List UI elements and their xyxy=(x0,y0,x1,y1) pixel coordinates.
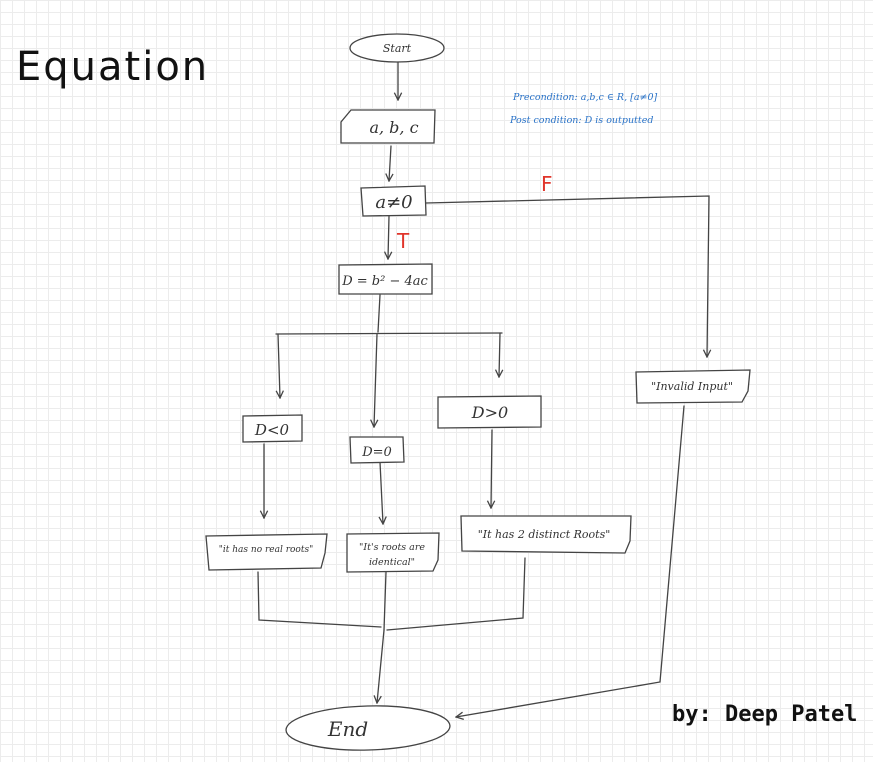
output-no-roots-label: "it has no real roots" xyxy=(219,545,313,555)
output-identical-label-1: "It's roots are xyxy=(359,542,425,553)
condition-greater-label: D>0 xyxy=(471,403,508,422)
diagram-title: Equation xyxy=(16,44,209,90)
output-invalid-node: "Invalid Input" xyxy=(635,369,751,404)
output-identical-label-2: identical" xyxy=(369,557,415,568)
start-node: Start xyxy=(349,33,445,63)
condition-greater-node: D>0 xyxy=(437,395,542,429)
output-distinct-node: "It has 2 distinct Roots" xyxy=(460,515,632,554)
true-label: T xyxy=(396,229,410,253)
condition-equal-label: D=0 xyxy=(361,445,392,460)
input-label: a, b, c xyxy=(369,118,418,137)
decision-label: a≠0 xyxy=(375,192,412,213)
start-label: Start xyxy=(383,42,412,55)
output-distinct-label: "It has 2 distinct Roots" xyxy=(478,528,611,541)
connectors xyxy=(257,61,709,717)
discriminant-label: D = b² − 4ac xyxy=(341,274,428,289)
output-invalid-label: "Invalid Input" xyxy=(651,380,733,393)
end-node: End xyxy=(285,705,451,751)
condition-less-node: D<0 xyxy=(242,414,303,443)
decision-node: a≠0 xyxy=(360,185,427,217)
end-label: End xyxy=(327,717,368,741)
author-credit: by: Deep Patel xyxy=(672,702,857,727)
condition-less-label: D<0 xyxy=(254,421,290,439)
false-label: F xyxy=(541,172,553,196)
precondition-note: Precondition: a,b,c ∈ R, [a≠0] xyxy=(512,92,657,103)
input-node: a, b, c xyxy=(340,109,436,144)
output-identical-node: "It's roots are identical" xyxy=(346,532,440,573)
discriminant-node: D = b² − 4ac xyxy=(338,263,433,295)
postcondition-note: Post condition: D is outputted xyxy=(509,115,653,126)
output-no-roots-node: "it has no real roots" xyxy=(205,533,328,571)
condition-equal-node: D=0 xyxy=(349,436,405,464)
